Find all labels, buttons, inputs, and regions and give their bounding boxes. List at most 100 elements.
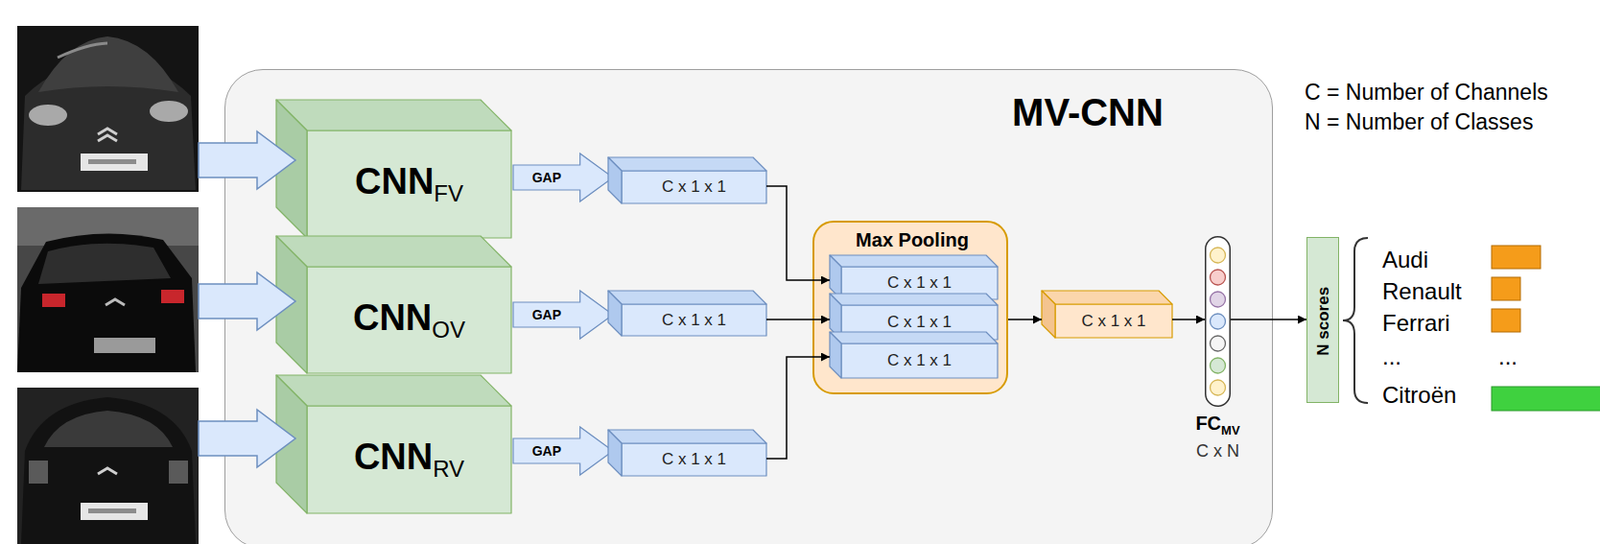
connector-arrow xyxy=(1172,318,1205,321)
text-line: C x 1 x 1 xyxy=(887,351,952,371)
box-label: CNN xyxy=(353,436,433,477)
gap-arrow-shape xyxy=(513,426,613,475)
car-body xyxy=(21,397,196,544)
number-plate-mark xyxy=(88,508,137,514)
cnn-block: CNNFV xyxy=(276,99,512,238)
cube-front xyxy=(306,405,512,514)
class-ellipsis: ... xyxy=(1382,343,1402,370)
cube-front xyxy=(621,304,767,336)
box-label: GAP xyxy=(532,443,562,459)
photo-ground xyxy=(17,207,199,373)
text-area: N scores xyxy=(1307,237,1341,404)
text-area: C x 1 x 1 xyxy=(621,304,767,336)
box-label: C x 1 x 1 xyxy=(1081,311,1146,330)
gap-arrow: GAP xyxy=(513,426,613,475)
box-heading: Max Pooling xyxy=(855,229,969,251)
cube-side xyxy=(608,290,622,336)
text-line: MV-CNN xyxy=(1011,90,1164,135)
cube-side xyxy=(1041,290,1056,338)
subscript: OV xyxy=(431,316,466,343)
neuron xyxy=(1210,313,1226,330)
pooled-vector: C x 1 x 1 xyxy=(1041,290,1173,338)
text-area: C x 1 x 1 xyxy=(1055,304,1173,338)
car-taillight xyxy=(168,460,189,484)
feature-vector: C x 1 x 1 xyxy=(829,255,998,300)
box-label: FC xyxy=(1195,412,1222,434)
score-bar xyxy=(1491,386,1600,411)
cube-side xyxy=(276,235,307,374)
box-label: C x 1 x 1 xyxy=(661,449,727,469)
neuron xyxy=(1210,335,1226,352)
cube-top xyxy=(608,429,767,444)
cube-front xyxy=(306,130,512,238)
text-area: FCMVC x N xyxy=(1166,412,1270,467)
car-taillight xyxy=(161,289,185,304)
cube-front xyxy=(306,266,512,374)
gap-arrow-shape xyxy=(513,290,613,339)
box-label: CNN xyxy=(354,161,434,202)
class-name-box: Renault xyxy=(1382,278,1462,306)
bar-ellipsis-box: ... xyxy=(1498,343,1518,371)
text-line: FCMVC x N xyxy=(1195,412,1240,462)
legend-note: N = Number of Classes xyxy=(1304,109,1533,135)
legend-note: C = Number of Channels xyxy=(1304,79,1549,105)
car-taillight xyxy=(28,460,48,484)
neuron xyxy=(1210,357,1226,374)
text-area: C x 1 x 1 xyxy=(621,443,767,476)
car-glare xyxy=(57,43,108,58)
cnn-block: CNNOV xyxy=(276,235,512,374)
class-name: Audi xyxy=(1382,246,1429,273)
car-logo xyxy=(97,135,118,142)
score-bar xyxy=(1491,245,1541,269)
photo-ground xyxy=(17,387,199,544)
text-line: CNNFV xyxy=(354,161,464,208)
cube-top xyxy=(608,290,767,305)
arrow-shape xyxy=(513,426,613,475)
score-bar xyxy=(1491,277,1521,301)
text-area: GAP xyxy=(513,438,581,464)
arrow-shape xyxy=(513,290,613,339)
score-vector: N scores xyxy=(1306,236,1340,403)
score-bars xyxy=(1491,245,1600,411)
neuron xyxy=(1210,269,1226,285)
text-line: GAP xyxy=(532,305,562,324)
number-plate xyxy=(94,337,156,353)
neuron xyxy=(1210,379,1226,396)
cube-top xyxy=(276,375,512,406)
class-name-box: Ferrari xyxy=(1382,309,1451,337)
car-rear-window xyxy=(38,243,171,284)
cnn-block: CNNRV xyxy=(276,375,512,514)
cube-side xyxy=(276,99,307,238)
bar-ellipsis: ... xyxy=(1498,343,1518,370)
fully-connected-layer-shape xyxy=(1204,235,1231,407)
text-line: C x 1 x 1 xyxy=(1081,311,1146,331)
cube-top xyxy=(829,331,998,344)
text-line: C x 1 x 1 xyxy=(887,273,952,293)
box-heading: MV-CNN xyxy=(1011,91,1164,134)
box-label: N scores xyxy=(1314,286,1333,356)
feature-vector: C x 1 x 1 xyxy=(608,290,767,336)
text-area: CNNRV xyxy=(306,405,512,514)
curly-brace xyxy=(1342,237,1368,403)
number-plate xyxy=(80,153,148,171)
cube-top xyxy=(1041,290,1173,305)
feature-vector: C x 1 x 1 xyxy=(608,157,767,204)
arrow-shape xyxy=(513,153,613,202)
subscript: FV xyxy=(433,180,464,207)
connector-arrow xyxy=(766,318,830,321)
text-area: GAP xyxy=(513,164,581,190)
neuron xyxy=(1210,291,1226,307)
text-area: CNNFV xyxy=(306,130,512,238)
layer-capsule xyxy=(1205,236,1231,407)
car-headlight xyxy=(28,104,68,126)
gap-arrow: GAP xyxy=(513,153,613,202)
box-label: C x N xyxy=(1195,441,1240,462)
cube-side xyxy=(608,429,622,476)
text-line: CNNRV xyxy=(353,436,465,483)
gap-arrow: GAP xyxy=(513,290,613,339)
text-area: C x 1 x 1 xyxy=(841,343,998,378)
cube-top xyxy=(829,293,998,306)
